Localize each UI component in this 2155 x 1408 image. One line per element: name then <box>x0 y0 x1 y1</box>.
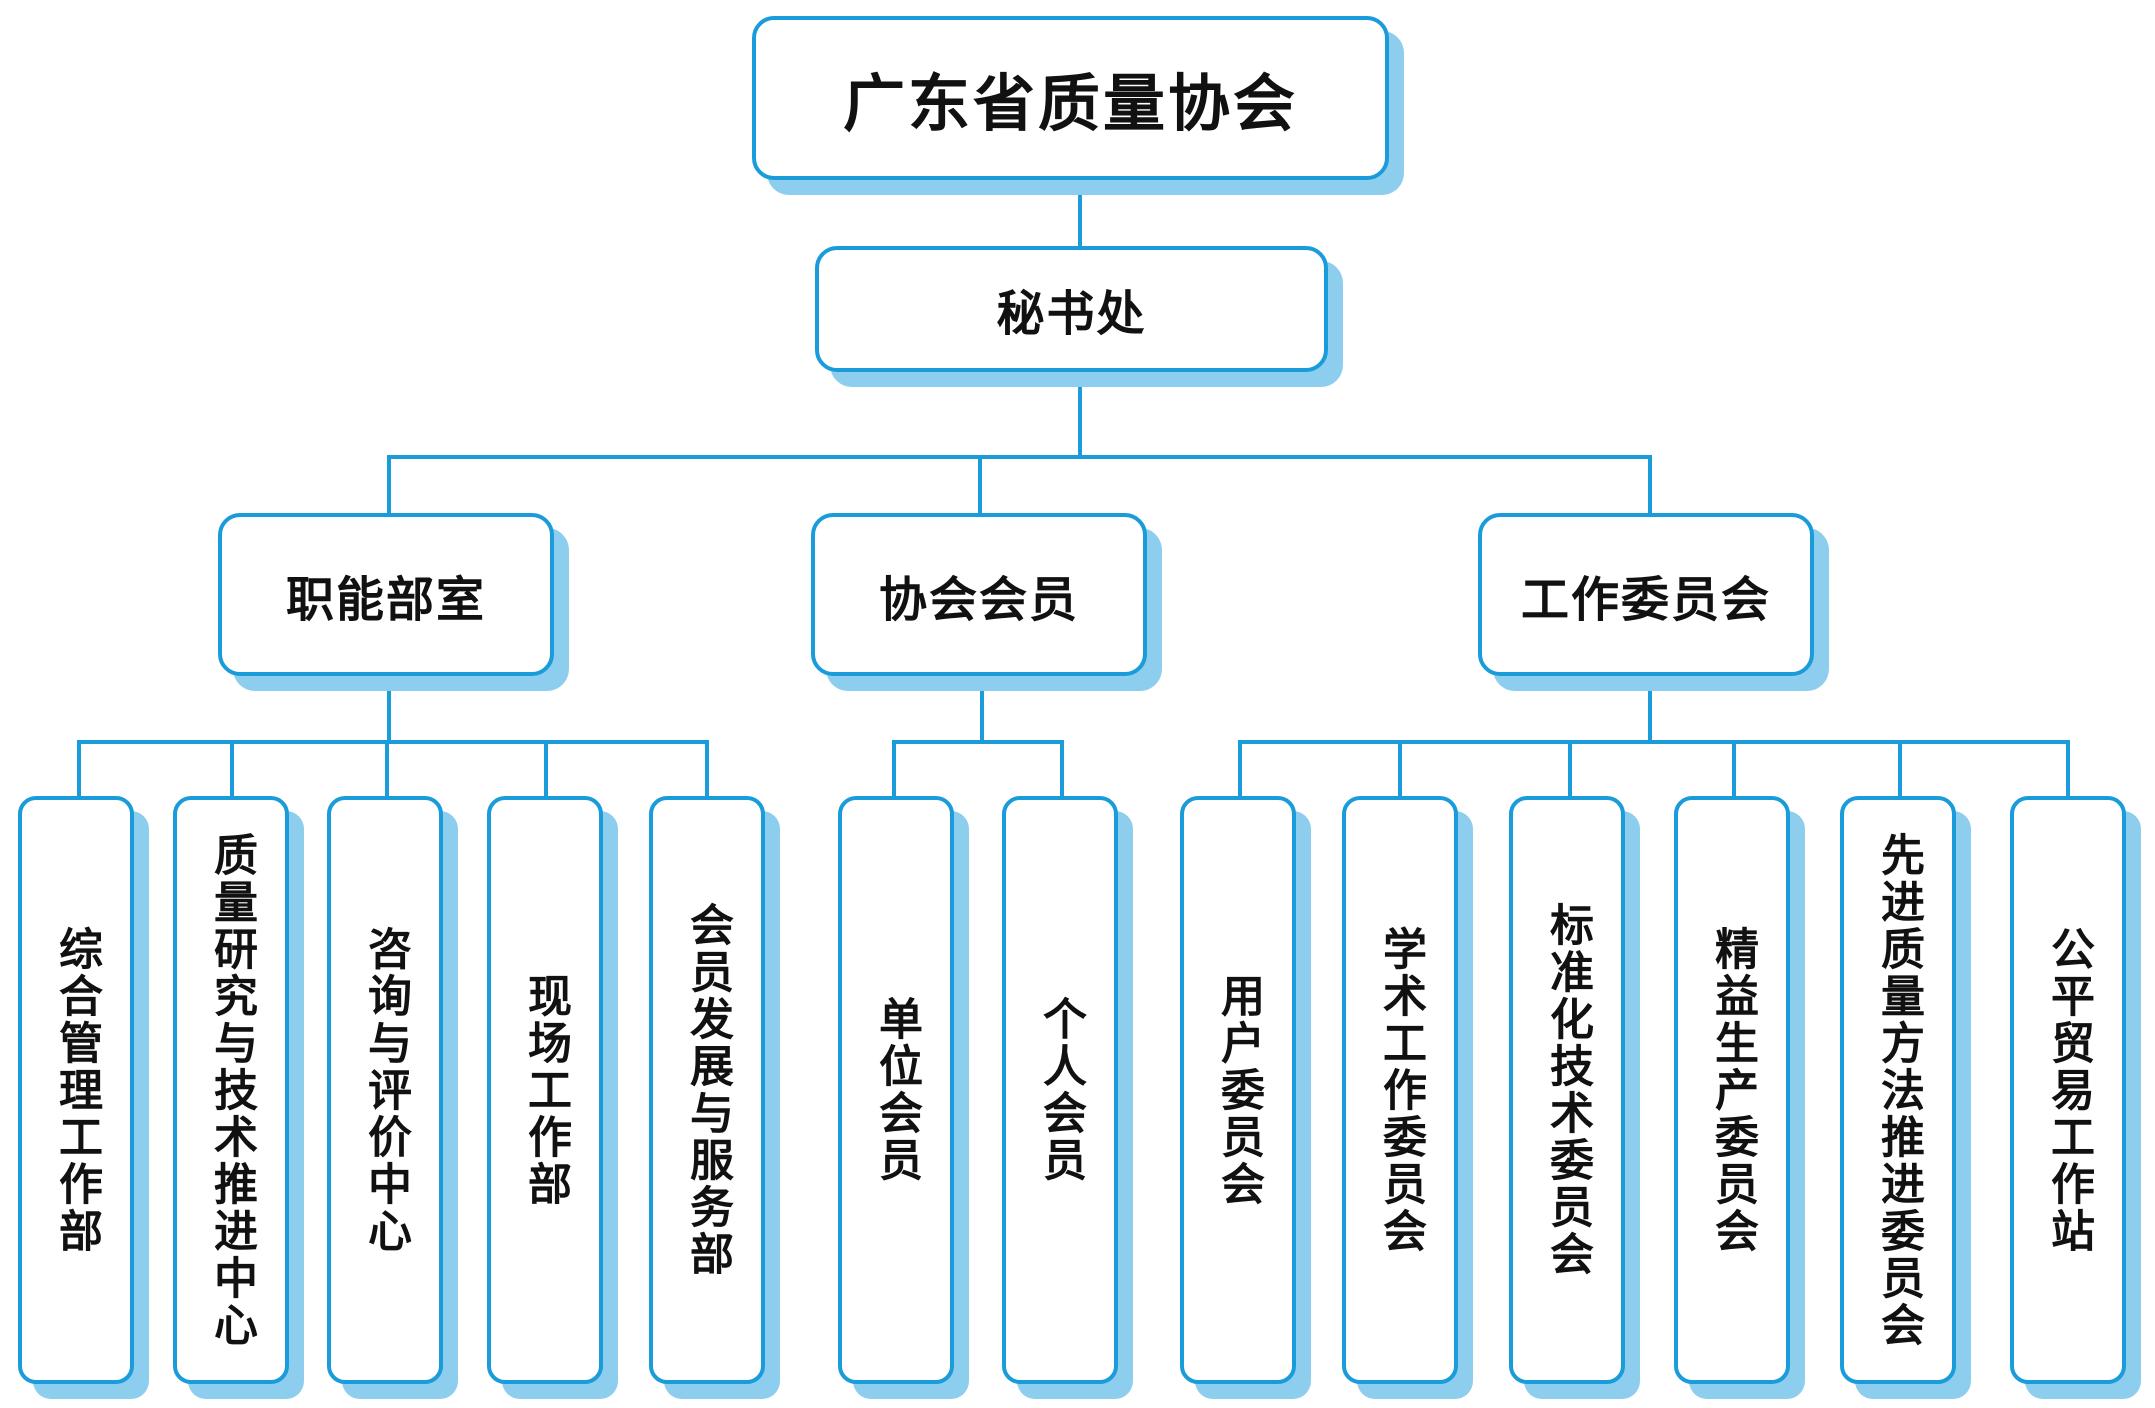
leaf-node: 公平贸易工作站 <box>2010 796 2126 1384</box>
leaf-node: 单位会员 <box>838 796 954 1384</box>
connector <box>1398 740 1402 798</box>
connector <box>1648 676 1652 742</box>
leaf-node: 精益生产委员会 <box>1674 796 1790 1384</box>
leaf-node: 个人会员 <box>1002 796 1118 1384</box>
connector <box>1238 740 1242 798</box>
connector <box>230 740 234 798</box>
connector <box>2066 740 2070 798</box>
connector <box>1732 740 1736 798</box>
leaf-node: 综合管理工作部 <box>18 796 134 1384</box>
connector <box>892 740 896 798</box>
leaf-node: 先进质量方法推进委员会 <box>1840 796 1956 1384</box>
connector <box>978 455 982 515</box>
connector <box>77 740 81 798</box>
group-node-members: 协会会员 <box>811 513 1147 676</box>
leaf-node: 学术工作委员会 <box>1342 796 1458 1384</box>
leaf-node: 会员发展与服务部 <box>649 796 765 1384</box>
group-node-work-committees: 工作委员会 <box>1478 513 1814 676</box>
leaf-node: 标准化技术委员会 <box>1509 796 1625 1384</box>
connector <box>77 740 709 744</box>
connector <box>705 740 709 798</box>
connector <box>1238 740 2070 744</box>
connector <box>387 455 391 515</box>
connector <box>1078 372 1082 457</box>
connector <box>385 740 389 798</box>
secretariat-node: 秘书处 <box>815 246 1328 372</box>
connector <box>1648 455 1652 515</box>
leaf-node: 质量研究与技术推进中心 <box>173 796 289 1384</box>
connector <box>1898 740 1902 798</box>
connector <box>1060 740 1064 798</box>
connector <box>892 740 1064 744</box>
connector <box>1568 740 1572 798</box>
leaf-node: 用户委员会 <box>1180 796 1296 1384</box>
root-node: 广东省质量协会 <box>752 16 1389 180</box>
connector <box>387 676 391 742</box>
connector <box>544 740 548 798</box>
leaf-node: 现场工作部 <box>487 796 603 1384</box>
leaf-node: 咨询与评价中心 <box>327 796 443 1384</box>
connector <box>1078 180 1082 246</box>
connector <box>980 676 984 742</box>
connector <box>387 455 1652 459</box>
group-node-functional-departments: 职能部室 <box>218 513 554 676</box>
